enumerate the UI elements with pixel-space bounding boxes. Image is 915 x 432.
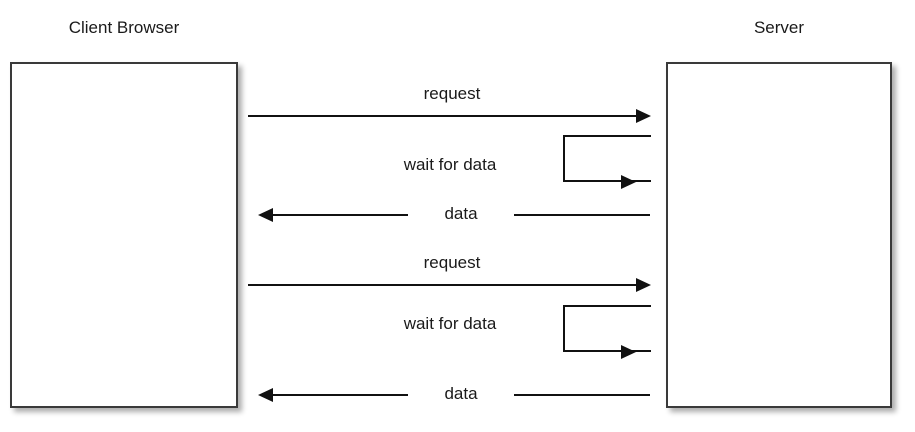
message-line-request-1 <box>248 115 637 117</box>
participant-title-client: Client Browser <box>68 18 180 37</box>
message-label-request-2: request <box>423 253 481 272</box>
message-label-data-2: data <box>408 384 514 404</box>
lifeline-box-client <box>10 62 238 408</box>
self-loop-bracket-wait-2 <box>563 305 651 352</box>
arrow-head-wait-1 <box>621 175 636 189</box>
arrow-head-request-2 <box>636 278 651 292</box>
arrow-head-data-1 <box>258 208 273 222</box>
message-label-wait-2: wait for data <box>403 314 497 333</box>
self-loop-bracket-wait-1 <box>563 135 651 182</box>
lifeline-box-server <box>666 62 892 408</box>
arrow-head-wait-2 <box>621 345 636 359</box>
arrow-head-data-2 <box>258 388 273 402</box>
message-label-wait-1: wait for data <box>403 155 497 174</box>
message-line-request-2 <box>248 284 637 286</box>
message-label-data-1: data <box>408 204 514 224</box>
arrow-head-request-1 <box>636 109 651 123</box>
message-label-request-1: request <box>423 84 481 103</box>
participant-title-server: Server <box>753 18 805 37</box>
